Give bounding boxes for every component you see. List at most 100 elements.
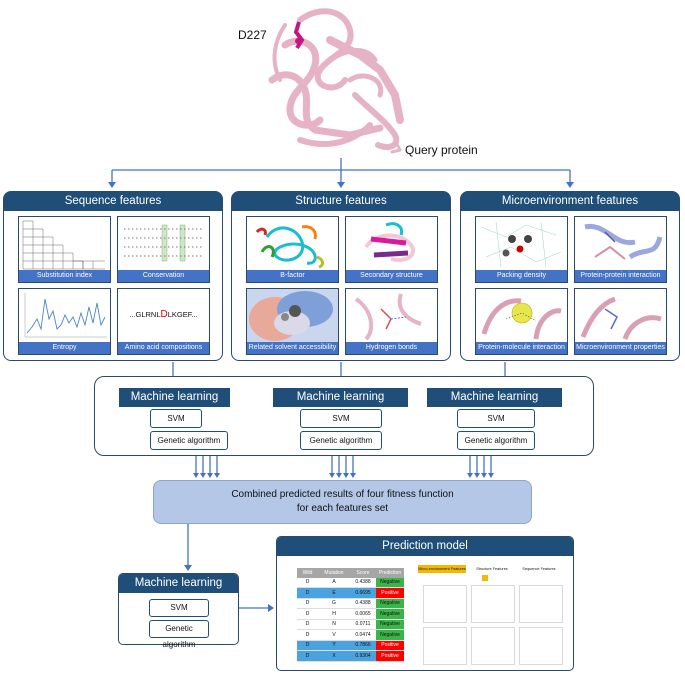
svm-button-2: SVM — [300, 409, 382, 428]
packing-density-caption: Packing density — [476, 270, 567, 282]
secondary-structure-caption: Secondary structure — [346, 270, 437, 282]
packing-density-image — [480, 221, 562, 268]
table-cell: 0.9304 — [350, 650, 376, 662]
final-genetic-algorithm-button: Genetic algorithm — [149, 620, 209, 649]
conservation-alignment-image — [124, 224, 204, 262]
table-header: Mutation — [318, 568, 350, 578]
feature-plot-5 — [471, 627, 515, 665]
table-cell: 0.4388 — [350, 577, 376, 588]
feature-plot-2 — [471, 585, 515, 623]
table-cell: V — [318, 629, 350, 641]
feature-marker — [482, 575, 488, 581]
table-cell: 0.0065 — [350, 608, 376, 620]
table-cell: Negative — [376, 629, 404, 641]
svm-button-1: SVM — [150, 409, 202, 428]
table-header: Wild — [297, 568, 318, 578]
tab-micro-environment[interactable]: Micro-environment Features — [418, 565, 466, 573]
protein-molecule-interaction-tile: Protein-molecule interaction — [475, 288, 568, 355]
table-cell: Positive — [376, 587, 404, 599]
genetic-algorithm-button-1: Genetic algorithm — [150, 431, 228, 450]
microenvironment-properties-caption: Microenvironment properties — [575, 342, 666, 354]
microenvironment-features-title: Microenvironment features — [461, 192, 679, 211]
ml-title-1: Machine learning — [119, 388, 230, 407]
ml-title-2: Machine learning — [273, 388, 408, 407]
table-cell: 0.0711 — [350, 619, 376, 630]
table-cell: A — [318, 577, 350, 588]
table-header: Score — [350, 568, 376, 578]
packing-density-tile: Packing density — [475, 216, 568, 283]
protein-structure — [268, 8, 404, 154]
protein-protein-interaction-image — [584, 223, 663, 260]
highlighted-residue — [293, 21, 305, 50]
protein-molecule-interaction-caption: Protein-molecule interaction — [476, 342, 567, 354]
substitution-index-caption: Substitution index — [19, 270, 110, 282]
sequence-features-panel: Sequence features Substitution index Con… — [3, 191, 223, 361]
microenvironment-properties-tile: Microenvironment properties — [574, 288, 667, 355]
genetic-algorithm-button-2: Genetic algorithm — [300, 431, 382, 450]
solvent-accessibility-caption: Related solvent accessibility — [247, 342, 338, 354]
combined-results-box: Combined predicted results of four fitne… — [153, 480, 532, 524]
table-cell: D — [297, 619, 318, 630]
table-cell: G — [318, 598, 350, 609]
microenvironment-features-panel: Microenvironment features Packing densit… — [460, 191, 680, 361]
entropy-caption: Entropy — [19, 342, 110, 354]
table-cell: 0.7866 — [350, 640, 376, 651]
table-cell: D — [297, 577, 318, 588]
feature-plot-4 — [423, 627, 467, 665]
entropy-tile: Entropy — [18, 288, 111, 355]
solvent-surface-image — [247, 289, 338, 342]
b-factor-tile: B-factor — [246, 216, 339, 283]
genetic-algorithm-button-3: Genetic algorithm — [457, 431, 535, 450]
svm-button-3: SVM — [457, 409, 535, 428]
secondary-structure-tile: Secondary structure — [345, 216, 438, 283]
amino-acid-compositions-caption: Amino acid compositions — [118, 342, 209, 354]
combined-line-1: Combined predicted results of four fitne… — [231, 489, 454, 500]
conservation-tile: Conservation — [117, 216, 210, 283]
protein-molecule-interaction-image — [481, 298, 562, 340]
amino-acid-compositions-tile: ...GLRNLDLKGEF... Amino acid composition… — [117, 288, 210, 355]
substitution-matrix-image — [22, 220, 105, 270]
query-protein-label: Query protein — [405, 143, 478, 157]
residue-label: D227 — [238, 28, 267, 42]
amino-acid-sequence-text: ...GLRNLDLKGEF... — [129, 309, 198, 320]
table-cell: 0.4388 — [350, 598, 376, 609]
hydrogen-bonds-tile: Hydrogen bonds — [345, 288, 438, 355]
microenvironment-properties-image — [580, 296, 662, 340]
table-cell: D — [297, 587, 318, 599]
table-cell: H — [318, 608, 350, 620]
combined-line-2: for each features set — [296, 503, 389, 514]
tab-structure[interactable]: Structure Features — [476, 567, 508, 571]
solvent-accessibility-tile: Related solvent accessibility — [246, 288, 339, 355]
table-cell: N — [318, 619, 350, 630]
table-cell: Negative — [376, 608, 404, 620]
feature-plot-3 — [519, 585, 563, 623]
ml-title-3: Machine learning — [427, 388, 562, 407]
table-cell: Positive — [376, 650, 404, 662]
table-cell: 0.6695 — [350, 587, 376, 599]
residue-marker — [295, 38, 301, 44]
structure-features-title: Structure features — [232, 192, 450, 211]
table-cell: 0.0474 — [350, 629, 376, 641]
hydrogen-bonds-image — [354, 293, 422, 341]
feature-plot-6 — [519, 627, 563, 665]
protein-protein-interaction-caption: Protein-protein interaction — [575, 270, 666, 282]
tab-sequence[interactable]: Sequence Features — [522, 567, 556, 571]
protein-protein-interaction-tile: Protein-protein interaction — [574, 216, 667, 283]
substitution-index-tile: Substitution index — [18, 216, 111, 283]
b-factor-caption: B-factor — [247, 270, 338, 282]
table-header: Prediction — [376, 568, 404, 578]
table-cell: Positive — [376, 640, 404, 651]
structure-features-panel: Structure features B-factor Secondary st… — [231, 191, 451, 361]
final-svm-button: SVM — [149, 599, 209, 617]
